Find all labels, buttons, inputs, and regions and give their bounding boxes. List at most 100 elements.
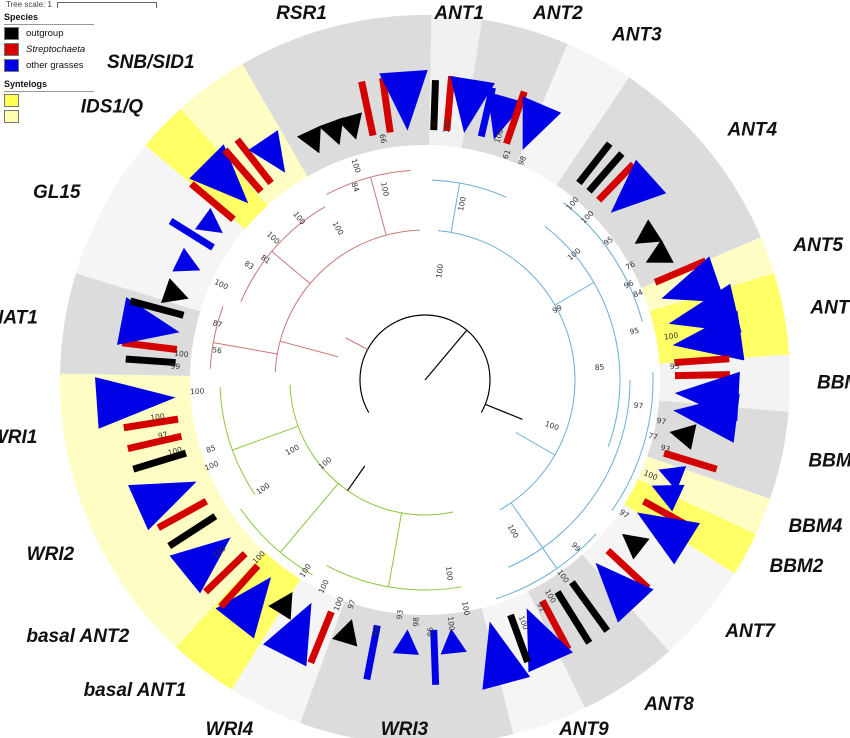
clade-sector-bbm1	[647, 400, 789, 499]
bootstrap-value-56: 99	[170, 362, 180, 371]
bootstrap-value-57: 100	[213, 277, 230, 291]
tip-triangle-black-69	[318, 117, 344, 146]
tip-bar-red-56	[121, 339, 178, 354]
bootstrap-value-14: 100	[663, 330, 679, 341]
bootstrap-value-31: 100	[446, 616, 456, 631]
tip-bar-black-55	[125, 355, 176, 367]
tip-bar-red-71	[358, 80, 377, 137]
bootstrap-value-0: 100	[442, 118, 452, 133]
tip-bar-red-13	[653, 257, 708, 286]
clade-label-gl15: GL15	[33, 182, 81, 203]
bbm-ant-arc	[508, 379, 631, 568]
bootstrap-value-17: 85	[594, 362, 604, 372]
bootstrap-value-33: 98	[411, 617, 420, 627]
ant4-6-arc	[563, 202, 643, 322]
legend-swatch-syntelog-2	[4, 109, 19, 123]
clade-label-ant5: ANT5	[792, 235, 843, 256]
tip-triangle-blue-44	[215, 577, 272, 639]
clade-label-ant1: ANT1	[433, 3, 484, 24]
tip-bar-red-28	[605, 547, 651, 591]
clade-label-ids1-q: IDS1/Q	[81, 97, 144, 118]
clade-label-ant7: ANT7	[724, 621, 776, 642]
tip-triangle-black-12	[645, 239, 674, 263]
tip-triangle-blue-62	[195, 207, 223, 234]
clade-label-layer: ANT1ANT2ANT3ANT4ANT5ANT6BBM3BBM1BBM4BBM2…	[0, 3, 850, 738]
tip-triangle-blue-35	[482, 621, 531, 690]
shat-stem	[213, 342, 278, 355]
bootstrap-value-44: 100	[255, 481, 272, 497]
tip-bar-red-53	[123, 415, 179, 432]
bootstrap-value-64: 100	[349, 158, 362, 175]
clade-sector-ant4	[556, 77, 761, 289]
bootstrap-value-9: 100	[566, 246, 583, 262]
tip-bar-blue-39	[363, 624, 381, 681]
legend-item-streptochaeta: Streptochaeta	[4, 41, 164, 57]
tip-bar-black-31	[554, 590, 593, 645]
clade-label-bbm1: BBM1	[808, 451, 850, 472]
legend-item-outgroup: outgroup	[4, 25, 164, 41]
bootstrap-value-12: 84	[632, 287, 644, 299]
bootstrap-value-10: 76	[624, 259, 637, 272]
tip-triangle-blue-64	[189, 144, 249, 204]
tip-bar-black-51	[132, 449, 187, 473]
tip-triangle-blue-14	[661, 256, 726, 303]
bootstrap-value-21: 77	[647, 431, 659, 442]
bootstrap-value-3: 98	[516, 154, 528, 167]
clade-sector-ant2	[461, 19, 568, 164]
tip-triangle-blue-36	[440, 628, 467, 655]
tip-triangle-blue-2	[450, 76, 495, 134]
clade-label-basal-ant2: basal ANT2	[26, 626, 129, 647]
tip-triangle-blue-23	[658, 466, 687, 491]
rsr-root	[279, 340, 339, 358]
tip-bar-red-1	[443, 75, 456, 132]
ant-stem-2	[554, 282, 595, 306]
bootstrap-value-47: 100	[167, 445, 183, 458]
bootstrap-value-45: 100	[203, 459, 220, 473]
tip-bar-blue-37	[430, 629, 440, 685]
rsr-arc	[326, 170, 411, 196]
bootstrap-value-2: 61	[501, 148, 513, 160]
bootstrap-value-50: 100	[190, 387, 205, 397]
legend: Species outgroup Streptochaeta other gra…	[4, 10, 164, 124]
bootstrap-value-62: 100	[330, 220, 345, 237]
legend-swatch-other-grasses	[4, 58, 19, 72]
clade-sector-ant7	[582, 504, 735, 652]
bootstrap-value-46: 85	[205, 443, 217, 455]
ant1-3-arc	[431, 179, 507, 198]
ant-stem-4	[510, 502, 558, 569]
wri1-2-arc	[219, 387, 256, 495]
bootstrap-value-35: 99	[370, 625, 381, 636]
tip-bar-red-72	[379, 77, 394, 133]
bootstrap-value-41: 100	[298, 562, 313, 579]
bootstrap-value-25: 99	[569, 540, 582, 553]
bootstrap-value-15: 93	[670, 362, 680, 371]
tree-scale: Tree scale: 1	[6, 0, 157, 9]
tip-triangle-black-11	[634, 219, 663, 244]
tip-triangle-blue-57	[116, 297, 180, 345]
tip-triangle-blue-73	[379, 70, 428, 131]
tip-marks-layer	[95, 70, 745, 690]
tip-bar-red-22	[663, 449, 718, 473]
bootstrap-value-18: 97	[633, 401, 644, 411]
wri-clade-arc	[289, 384, 454, 516]
gl15-stem	[271, 251, 311, 284]
tip-triangle-blue-42	[263, 602, 312, 667]
bootstrap-value-65: 100	[379, 181, 391, 197]
bootstrap-value-24: 100	[544, 419, 561, 432]
legend-label-other-grasses: other grasses	[26, 59, 84, 71]
legend-label-streptochaeta: Streptochaeta	[26, 43, 86, 55]
tip-triangle-blue-24	[651, 484, 685, 512]
clade-label-ant6: ANT6	[809, 298, 850, 319]
bootstrap-value-28: 91	[535, 601, 547, 614]
legend-swatch-outgroup	[4, 26, 19, 40]
gl15-arc	[240, 206, 326, 303]
clade-label-ant2: ANT2	[532, 3, 583, 24]
ant-stem-3	[515, 432, 556, 456]
bbm-subarc	[611, 372, 654, 512]
bootstrap-value-53: 56	[212, 345, 223, 355]
rsr-clade-arc	[274, 229, 420, 373]
tip-bar-red-66	[234, 137, 274, 186]
clade-sector-wri1	[60, 373, 202, 493]
legend-syntelogs-title: Syntelogs	[4, 79, 94, 92]
